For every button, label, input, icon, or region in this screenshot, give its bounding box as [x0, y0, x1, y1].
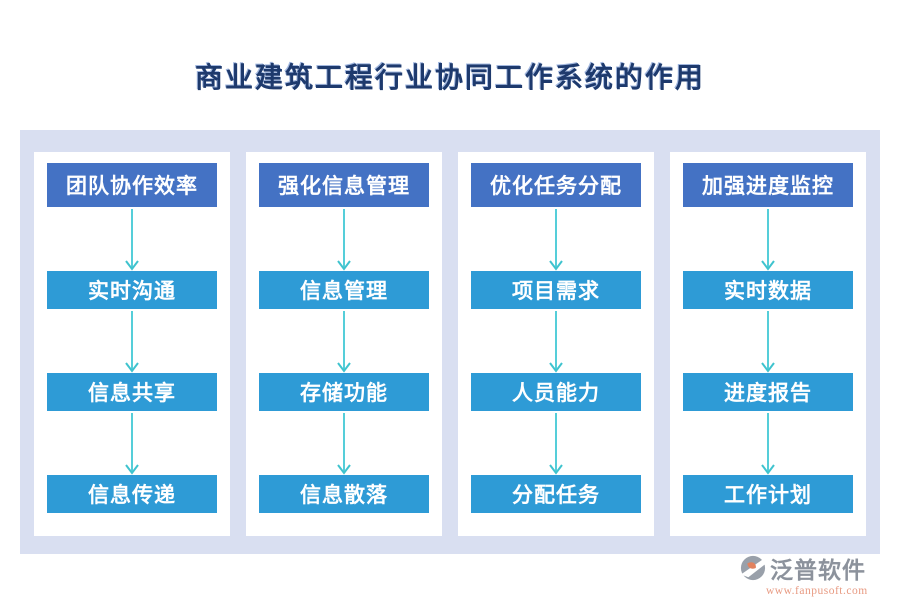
- column-header: 团队协作效率: [47, 163, 217, 207]
- item-box: 信息共享: [47, 373, 217, 411]
- item-box: 实时沟通: [47, 271, 217, 309]
- item-box: 存储功能: [259, 373, 429, 411]
- fanpu-logo-icon: [740, 555, 766, 581]
- down-arrow-icon: [761, 209, 775, 271]
- column-card-2: 强化信息管理 信息管理 存储功能 信息散落: [246, 152, 442, 536]
- item-box: 信息管理: [259, 271, 429, 309]
- column-header: 强化信息管理: [259, 163, 429, 207]
- fanpu-logo: 泛普软件 www.fanpusoft.com: [740, 551, 890, 597]
- item-box: 信息散落: [259, 475, 429, 513]
- down-arrow-icon: [337, 311, 351, 373]
- item-box: 工作计划: [683, 475, 853, 513]
- item-box: 项目需求: [471, 271, 641, 309]
- item-box: 分配任务: [471, 475, 641, 513]
- brand-url: www.fanpusoft.com: [766, 585, 868, 597]
- down-arrow-icon: [125, 413, 139, 475]
- item-box: 信息传递: [47, 475, 217, 513]
- down-arrow-icon: [549, 209, 563, 271]
- down-arrow-icon: [761, 311, 775, 373]
- diagram-panel: 团队协作效率 实时沟通 信息共享 信息传递 强化信息管理: [20, 130, 880, 554]
- item-box: 人员能力: [471, 373, 641, 411]
- column-card-1: 团队协作效率 实时沟通 信息共享 信息传递: [34, 152, 230, 536]
- down-arrow-icon: [549, 413, 563, 475]
- page-title: 商业建筑工程行业协同工作系统的作用: [194, 63, 705, 94]
- down-arrow-icon: [337, 209, 351, 271]
- column-card-4: 加强进度监控 实时数据 进度报告 工作计划: [670, 152, 866, 536]
- down-arrow-icon: [761, 413, 775, 475]
- item-box: 实时数据: [683, 271, 853, 309]
- item-box: 进度报告: [683, 373, 853, 411]
- down-arrow-icon: [125, 209, 139, 271]
- column-header: 加强进度监控: [683, 163, 853, 207]
- down-arrow-icon: [549, 311, 563, 373]
- down-arrow-icon: [337, 413, 351, 475]
- column-card-3: 优化任务分配 项目需求 人员能力 分配任务: [458, 152, 654, 536]
- brand-name: 泛普软件: [770, 558, 866, 583]
- down-arrow-icon: [125, 311, 139, 373]
- column-header: 优化任务分配: [471, 163, 641, 207]
